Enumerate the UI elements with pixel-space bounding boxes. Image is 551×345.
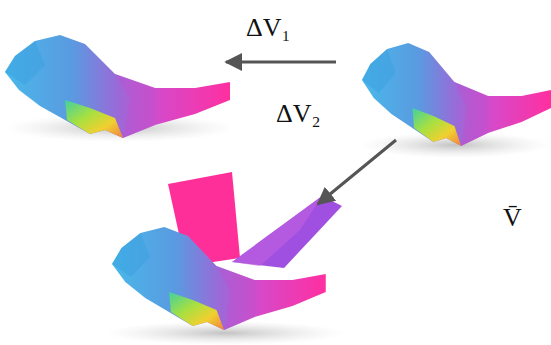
offset-label: ΔV₂ — [276, 100, 321, 129]
offset-label: ΔV₁ — [246, 14, 291, 43]
mean-shape-label: V̄ — [503, 204, 522, 233]
